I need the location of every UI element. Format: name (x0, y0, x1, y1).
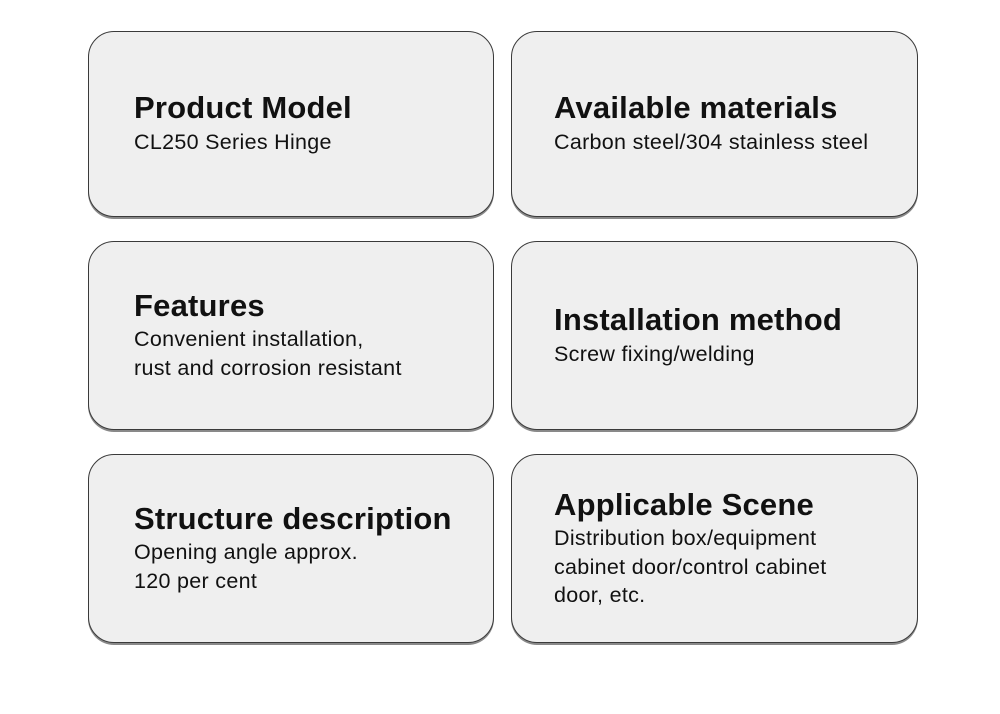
card-body-line: Opening angle approx. (134, 540, 358, 565)
card-body: Convenient installation, rust and corros… (134, 325, 402, 382)
card-title: Applicable Scene (554, 486, 814, 522)
card-body: Opening angle approx. 120 per cent (134, 538, 358, 595)
spec-card-available-materials: Available materials Carbon steel/304 sta… (511, 31, 918, 217)
card-title: Installation method (554, 301, 842, 337)
card-body-line: Carbon steel/304 stainless steel (554, 130, 869, 155)
card-body: CL250 Series Hinge (134, 128, 332, 156)
spec-card-features: Features Convenient installation, rust a… (88, 241, 494, 430)
card-body: Screw fixing/welding (554, 340, 755, 368)
card-title: Available materials (554, 90, 838, 126)
card-body: Carbon steel/304 stainless steel (554, 128, 868, 156)
card-body-line: CL250 Series Hinge (134, 130, 332, 155)
card-body: Distribution box/equipment cabinet door/… (554, 524, 827, 609)
spec-card-installation-method: Installation method Screw fixing/welding (511, 241, 918, 430)
card-body-line: Convenient installation, (134, 327, 364, 352)
card-body-line: Distribution box/equipment (554, 526, 817, 551)
card-title: Structure description (134, 500, 452, 536)
card-body-line: Screw fixing/welding (554, 341, 755, 366)
card-body-line: 120 per cent (134, 568, 258, 593)
spec-card-applicable-scene: Applicable Scene Distribution box/equipm… (511, 454, 918, 643)
card-title: Features (134, 287, 265, 323)
card-body-line: cabinet door/control cabinet (554, 554, 827, 579)
card-body-line: rust and corrosion resistant (134, 355, 402, 380)
card-body-line: door, etc. (554, 583, 646, 608)
card-title: Product Model (134, 90, 352, 126)
spec-card-grid: Product Model CL250 Series Hinge Availab… (88, 31, 918, 643)
spec-card-structure-description: Structure description Opening angle appr… (88, 454, 494, 643)
spec-card-product-model: Product Model CL250 Series Hinge (88, 31, 494, 217)
